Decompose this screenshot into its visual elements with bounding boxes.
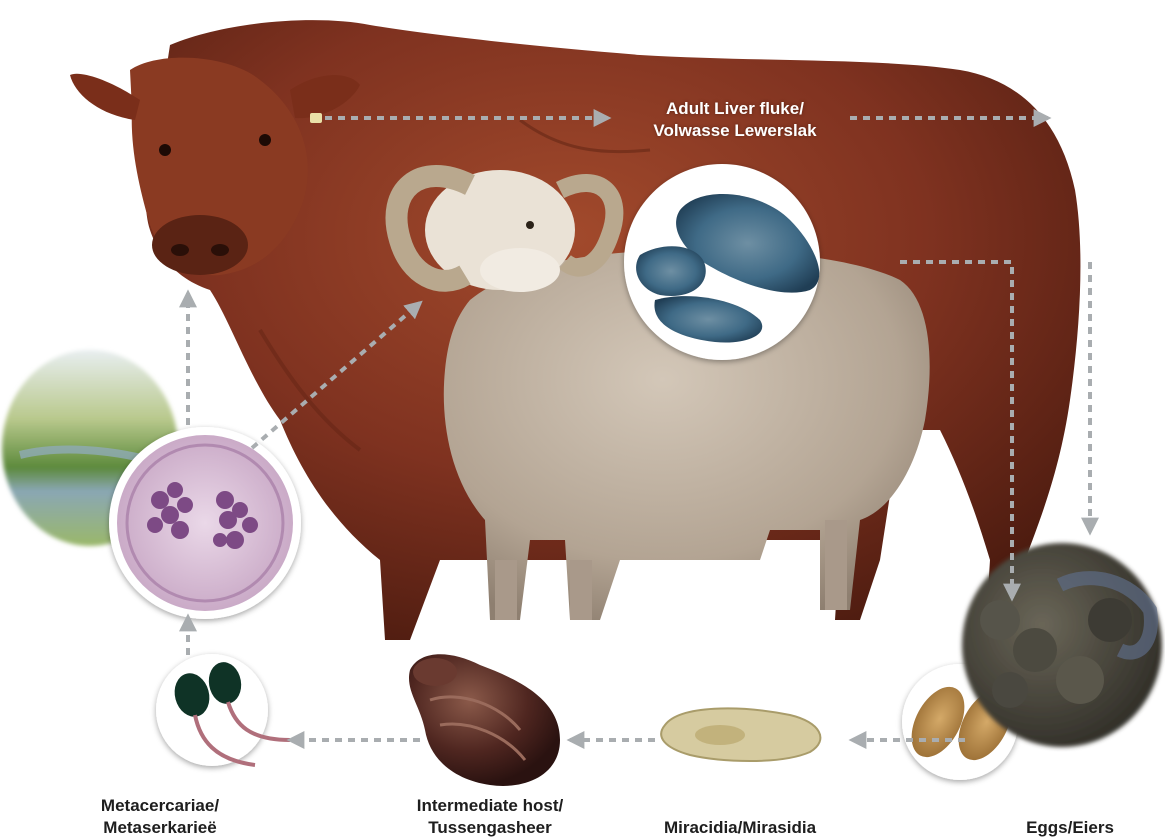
- label-adult-line2: Volwasse Lewerslak: [630, 120, 840, 142]
- label-adult-line1: Adult Liver fluke/: [630, 98, 840, 120]
- label-intermediate-host-line2: Tussengasheer: [385, 817, 595, 839]
- label-adult-liver-fluke: Adult Liver fluke/ Volwasse Lewerslak: [630, 98, 840, 142]
- label-eggs-line1: Eggs/Eiers: [1015, 817, 1125, 839]
- label-metacercariae-line1: Metacercariae/: [65, 795, 255, 817]
- label-miracidia-line1: Miracidia/Mirasidia: [640, 817, 840, 839]
- label-intermediate-host: Intermediate host/ Tussengasheer: [385, 795, 595, 839]
- label-miracidia: Miracidia/Mirasidia: [640, 817, 840, 839]
- cercariae-image: [156, 654, 290, 766]
- liver-fluke-image: [624, 164, 820, 360]
- snail-image: [404, 652, 564, 786]
- label-intermediate-host-line1: Intermediate host/: [385, 795, 595, 817]
- label-metacercariae: Metacercariae/ Metaserkarieë: [65, 795, 255, 839]
- label-eggs: Eggs/Eiers: [1015, 817, 1125, 839]
- metacercaria-microscope-image: [109, 427, 301, 619]
- dung-image: [962, 543, 1162, 747]
- miracidium-image: [653, 703, 823, 767]
- label-metacercariae-line2: Metaserkarieë: [65, 817, 255, 839]
